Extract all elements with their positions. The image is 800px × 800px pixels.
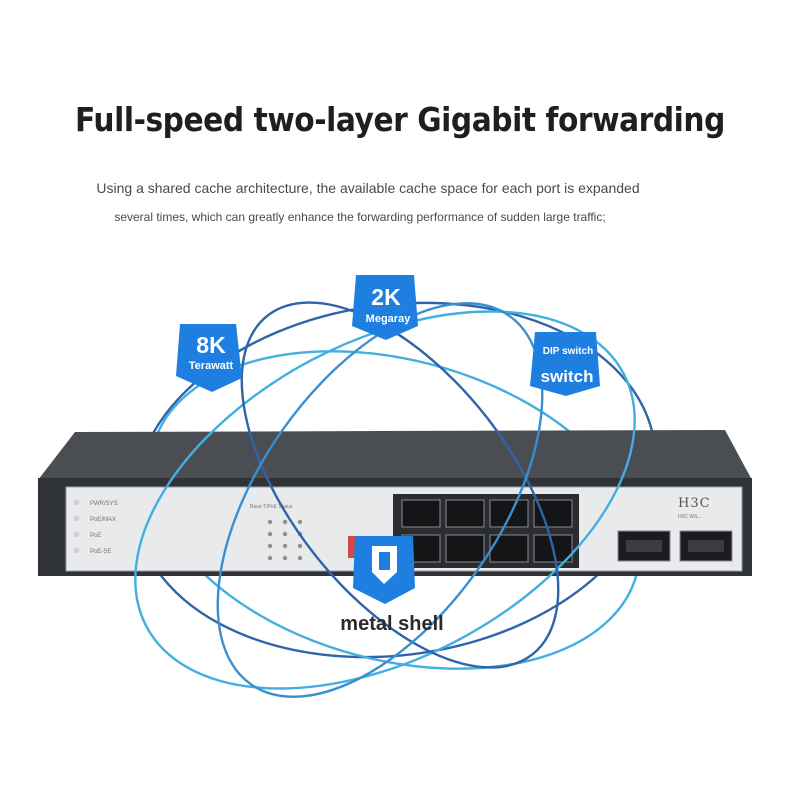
orbit-ring — [240, 301, 560, 669]
rj45-port — [489, 499, 529, 528]
orbit-ring — [134, 310, 636, 690]
orbit-rings-front — [134, 301, 636, 698]
rj45-port — [445, 534, 485, 563]
badge-megaray: 2K Megaray — [352, 275, 418, 340]
badge-terawatt-unit: Terawatt — [189, 360, 234, 372]
rj45-port — [445, 499, 485, 528]
badge-switch-top: DIP switch — [543, 346, 593, 357]
rj45-port — [489, 534, 529, 563]
rj45-port — [533, 499, 573, 528]
description-line-2: several times, which can greatly enhance… — [114, 210, 606, 224]
brand-logo: H3C — [678, 496, 711, 511]
badge-metal-shell: metal shell — [340, 536, 444, 635]
model-label: H3C WS... — [678, 514, 702, 520]
page-title: Full-speed two-layer Gigabit forwarding — [75, 100, 725, 139]
label-poe: PoE — [90, 533, 101, 539]
switch-top-panel — [38, 430, 752, 480]
badge-terawatt: 8K Terawatt — [176, 324, 242, 392]
status-labels: PWR/SYS PoE/MAX PoE PoE-SE — [74, 500, 118, 555]
badge-switch-bottom: switch — [541, 367, 594, 386]
description-line-1: Using a shared cache architecture, the a… — [96, 180, 640, 196]
sfp-ports — [617, 530, 733, 562]
badge-terawatt-value: 8K — [196, 332, 226, 358]
metal-shell-label: metal shell — [340, 613, 443, 635]
led-caption: Base-T/PoE Status — [250, 504, 293, 510]
orbit-ring — [216, 302, 544, 698]
badge-switch: DIP switch switch — [530, 332, 600, 396]
label-poe-se: PoE-SE — [90, 549, 111, 555]
badge-megaray-value: 2K — [371, 284, 401, 310]
reset-button — [348, 536, 358, 558]
rj45-ports — [401, 499, 573, 563]
badge-megaray-unit: Megaray — [366, 313, 412, 325]
label-pwr-sys: PWR/SYS — [90, 501, 118, 507]
label-poe-max: PoE/MAX — [90, 517, 116, 523]
rj45-port — [401, 499, 441, 528]
